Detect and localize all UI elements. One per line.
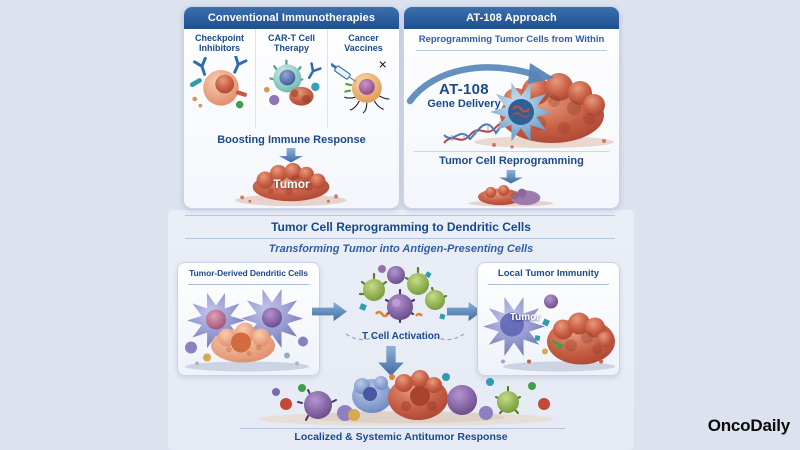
tumor-label: Tumor <box>273 177 310 191</box>
therapy-columns: Checkpoint Inhibitors CAR-T Cell Therapy <box>184 29 399 128</box>
middle-band-subtitle: Transforming Tumor into Antigen-Presenti… <box>268 243 534 255</box>
at108-gene-label-line1: AT-108 <box>439 81 489 98</box>
gene-delivery-illustration <box>406 63 614 149</box>
reprogrammed-tumor-illustration <box>468 185 554 207</box>
subtitle-underline <box>416 50 607 51</box>
column-cancer-vaccines: Cancer Vaccines <box>327 29 399 128</box>
column-cart-cell-therapy: CAR-T Cell Therapy <box>255 29 327 128</box>
antitumor-response-illustration <box>257 370 553 426</box>
middle-band-title: Tumor Cell Reprogramming to Dendritic Ce… <box>271 220 531 234</box>
local-tumor-immunity-box: Local Tumor Immunity Tumor <box>477 262 620 376</box>
step-divider-line <box>414 151 609 152</box>
panel-title-at108: AT-108 Approach <box>404 7 619 29</box>
right-box-underline <box>488 284 609 285</box>
reprogramming-subtitle: Reprogramming Tumor Cells from Within <box>418 34 605 45</box>
conventional-immunotherapies-panel: Conventional Immunotherapies Checkpoint … <box>183 6 400 209</box>
column-label: Checkpoint Inhibitors <box>194 33 244 54</box>
left-box-underline <box>188 284 309 285</box>
tcell-activation-label: T Cell Activation <box>362 331 440 342</box>
left-box-title: Tumor-Derived Dendritic Cells <box>189 268 308 278</box>
at108-approach-panel: AT-108 Approach Reprogramming Tumor Cell… <box>403 6 620 209</box>
oncodaily-logo: OncoDaily <box>707 416 790 435</box>
panel-title-conventional: Conventional Immunotherapies <box>184 7 399 29</box>
column-label: Cancer Vaccines <box>344 33 383 54</box>
down-arrow-icon <box>498 170 524 184</box>
left-curve-dash <box>345 333 377 341</box>
column-checkpoint-inhibitors: Checkpoint Inhibitors <box>184 29 255 128</box>
right-box-title: Local Tumor Immunity <box>497 268 600 279</box>
boosting-immune-response-label: Boosting Immune Response <box>217 134 366 146</box>
tumor-derived-dendritic-cells-box: Tumor-Derived Dendritic Cells <box>177 262 320 376</box>
dendritic-cells-illustration <box>185 288 309 372</box>
cancer-vaccine-cell-illustration <box>330 60 389 114</box>
at108-gene-label-line2: Gene Delivery <box>427 98 501 110</box>
band-top-line <box>185 215 615 216</box>
local-immunity-illustration <box>483 294 615 372</box>
checkpoint-inhibitors-cell-illustration <box>189 55 247 109</box>
tumor-mass-illustration <box>235 162 347 207</box>
tumor-cell-label: Tumor <box>509 312 541 323</box>
final-response-label: Localized & Systemic Antitumor Response <box>294 431 508 443</box>
cart-cell-illustration <box>263 59 322 106</box>
final-divider-line <box>240 428 565 429</box>
right-curve-dash <box>433 333 465 341</box>
tumor-cell-reprogramming-label: Tumor Cell Reprogramming <box>439 155 584 167</box>
band-bottom-line <box>185 238 615 239</box>
tcell-cluster-illustration <box>358 265 448 324</box>
column-label: CAR-T Cell Therapy <box>268 33 315 54</box>
